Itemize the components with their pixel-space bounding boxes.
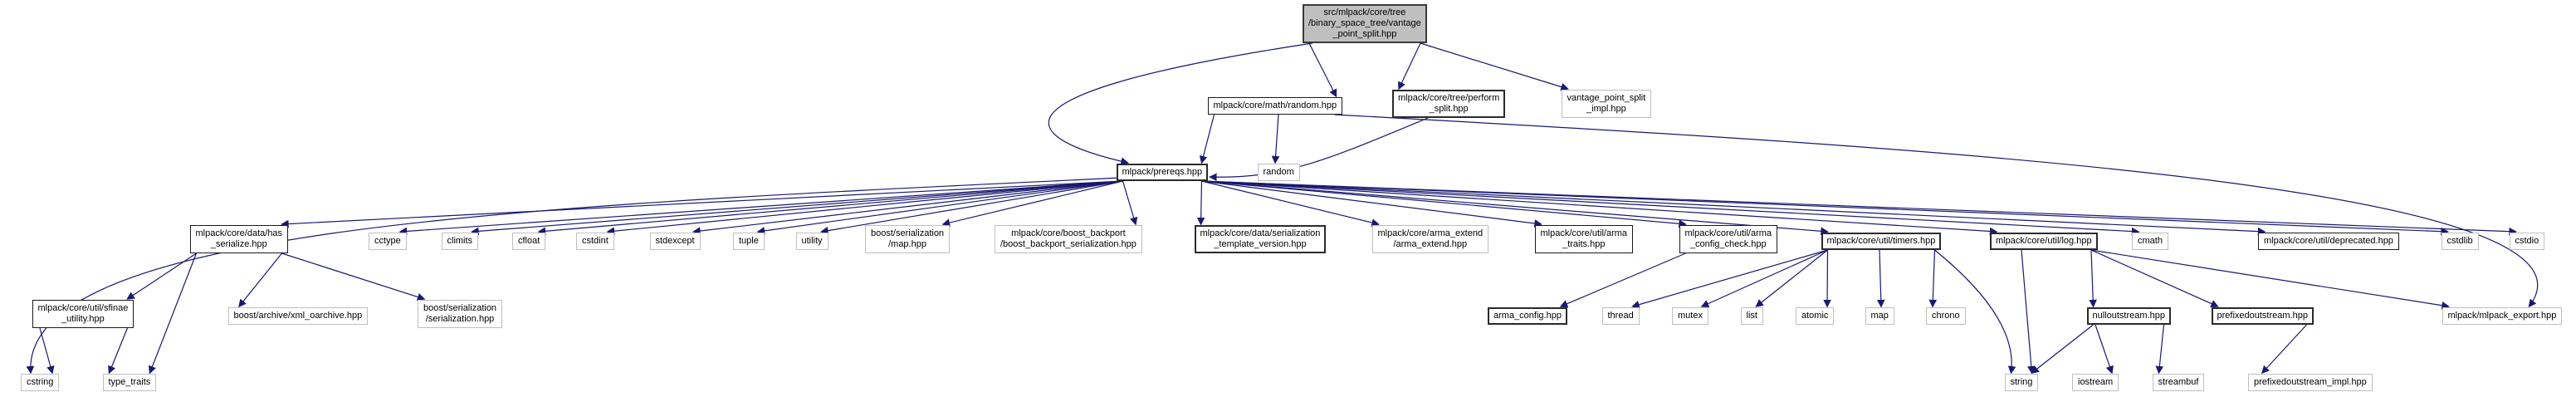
include-edge-prereqs-to-tuple — [756, 180, 1123, 235]
include-edge-timers-to-map — [1876, 249, 1885, 308]
include-edge-root-to-perform_split — [1398, 42, 1421, 91]
graph-node-arma_extend: mlpack/core/arma_extend /arma_extend.hpp — [1371, 225, 1489, 253]
graph-node-map: map — [1865, 307, 1894, 325]
graph-node-has_serialize[interactable]: mlpack/core/data/has _serialize.hpp — [189, 225, 289, 253]
graph-node-thread: thread — [1601, 307, 1640, 325]
graph-node-iostream: iostream — [2072, 374, 2119, 391]
include-edge-sfinae-to-cstring — [39, 327, 55, 375]
graph-node-log[interactable]: mlpack/core/util/log.hpp — [1990, 233, 2098, 250]
graph-node-cmath: cmath — [2132, 233, 2168, 250]
include-edge-prereqs-to-timers — [1201, 180, 1829, 236]
graph-node-prefixed[interactable]: prefixedoutstream.hpp — [2211, 307, 2314, 325]
include-edge-timers-to-list — [1755, 249, 1828, 307]
graph-node-stdexcept: stdexcept — [649, 233, 701, 250]
graph-node-atomic: atomic — [1796, 307, 1835, 325]
include-edge-m_random-to-random — [1271, 114, 1280, 164]
graph-node-perform_split[interactable]: mlpack/core/tree/perform _split.hpp — [1392, 90, 1506, 118]
graph-node-xml_oarchive: boost/archive/xml_oarchive.hpp — [227, 307, 369, 325]
include-edge-prereqs-to-cstdio — [1201, 180, 2517, 236]
graph-node-sfinae[interactable]: mlpack/core/util/sfinae _utility.hpp — [32, 300, 134, 328]
include-edge-root-to-m_random — [1308, 42, 1337, 98]
graph-node-chrono: chrono — [1926, 307, 1966, 325]
include-edge-prereqs-to-stdexcept — [692, 180, 1123, 235]
include-edge-prereqs-to-cmath — [1201, 180, 2140, 236]
include-edge-nullout-to-streambuf — [2155, 324, 2165, 375]
graph-node-prefixed_impl: prefixedoutstream_impl.hpp — [2248, 374, 2373, 391]
graph-node-climits: climits — [441, 233, 479, 250]
graph-node-ser_tmpl_ver[interactable]: mlpack/core/data/serialization _template… — [1194, 225, 1327, 253]
include-edge-prereqs-to-log — [1201, 180, 1998, 236]
include-edge-prereqs-to-cfloat — [537, 180, 1123, 236]
graph-node-cstdlib: cstdlib — [2441, 233, 2479, 250]
include-edge-prereqs-to-has_serialize — [281, 180, 1123, 228]
include-edge-has_serialize-to-type_traits — [148, 252, 198, 375]
graph-node-timers[interactable]: mlpack/core/util/timers.hpp — [1821, 233, 1942, 250]
graph-node-cfloat: cfloat — [512, 233, 546, 250]
include-edge-has_serialize-to-xml_oarchive — [238, 252, 282, 308]
include-edge-log-to-mlpack_export — [2090, 249, 2450, 310]
include-edge-log-to-nullout — [2089, 249, 2097, 308]
graph-node-type_traits: type_traits — [102, 374, 157, 391]
include-edge-prereqs-to-arma_cfg_check — [1201, 180, 1687, 228]
graph-node-cstdio: cstdio — [2509, 233, 2545, 250]
graph-node-boost_backport: mlpack/core/boost_backport /boost_backpo… — [995, 225, 1142, 253]
include-edge-nullout-to-string — [2031, 324, 2094, 374]
include-edge-perform_split-to-prereqs — [1209, 117, 1429, 182]
include-edge-prereqs-to-deprecated — [1201, 180, 2266, 236]
graph-node-cctype: cctype — [369, 233, 407, 250]
include-edge-prereqs-to-cctype — [398, 180, 1123, 236]
include-edge-log-to-string — [2021, 249, 2036, 375]
graph-node-cstdint: cstdint — [576, 233, 614, 250]
include-edge-timers-to-mutex — [1700, 249, 1828, 308]
include-edge-m_random-to-prereqs — [1199, 114, 1215, 164]
include-edge-arma_cfg_check-to-arma_config — [1559, 252, 1686, 308]
graph-node-list: list — [1740, 307, 1763, 325]
graph-node-arma_traits[interactable]: mlpack/core/util/arma _traits.hpp — [1534, 225, 1634, 253]
include-edge-prereqs-to-ser_tmpl_ver — [1196, 180, 1205, 226]
include-edge-prefixed-to-prefixed_impl — [2261, 324, 2307, 375]
graph-node-root: src/mlpack/core/tree /binary_space_tree/… — [1303, 4, 1427, 43]
graph-node-m_random[interactable]: mlpack/core/math/random.hpp — [1207, 97, 1343, 115]
include-edge-prereqs-to-cstdlib — [1201, 180, 2449, 236]
graph-node-arma_config[interactable]: arma_config.hpp — [1488, 307, 1567, 325]
include-edge-prereqs-to-arma_extend — [1201, 180, 1380, 227]
graph-node-cstring: cstring — [21, 374, 60, 391]
graph-node-nullout[interactable]: nulloutstream.hpp — [2086, 307, 2171, 325]
include-edge-timers-to-thread — [1631, 249, 1828, 309]
graph-node-mutex: mutex — [1672, 307, 1708, 325]
include-edge-log-to-prefixed — [2090, 249, 2219, 308]
graph-node-streambuf: streambuf — [2152, 374, 2205, 391]
include-edge-prereqs-to-arma_traits — [1201, 180, 1542, 228]
graph-node-random: random — [1257, 164, 1300, 181]
include-edge-has_serialize-to-sfinae — [126, 252, 197, 300]
graph-node-utility: utility — [795, 233, 829, 250]
include-edge-timers-to-atomic — [1823, 249, 1831, 308]
include-edge-nullout-to-iostream — [2095, 324, 2114, 375]
graph-node-ser_ser: boost/serialization /serialization.hpp — [418, 300, 503, 328]
include-edge-prereqs-to-utility — [820, 180, 1123, 235]
include-edge-prereqs-to-ser_map — [941, 180, 1123, 227]
include-edge-sfinae-to-type_traits — [108, 327, 129, 375]
include-edge-prereqs-to-boost_backport — [1122, 180, 1138, 226]
include-edge-root-to-vantage_impl — [1420, 42, 1569, 91]
graph-node-ser_map: boost/serialization /map.hpp — [865, 225, 951, 253]
graph-node-string: string — [2004, 374, 2039, 391]
graph-node-tuple: tuple — [733, 233, 765, 250]
graph-node-deprecated[interactable]: mlpack/core/util/deprecated.hpp — [2258, 233, 2399, 250]
graph-node-arma_cfg_check[interactable]: mlpack/core/util/arma _config_check.hpp — [1679, 225, 1778, 253]
graph-node-prereqs[interactable]: mlpack/prereqs.hpp — [1116, 164, 1209, 181]
include-edge-prereqs-to-climits — [471, 180, 1123, 236]
include-edge-m_random-to-mlpack_export — [1334, 114, 2539, 308]
include-edge-prereqs-to-cstring — [26, 177, 1122, 375]
include-edge-timers-to-chrono — [1928, 249, 1938, 308]
graph-node-mlpack_export: mlpack/mlpack_export.hpp — [2442, 307, 2563, 325]
graph-node-vantage_impl: vantage_point_split _impl.hpp — [1561, 90, 1652, 118]
include-edge-prereqs-to-cstdint — [606, 180, 1123, 235]
include-edge-has_serialize-to-ser_ser — [281, 252, 426, 302]
